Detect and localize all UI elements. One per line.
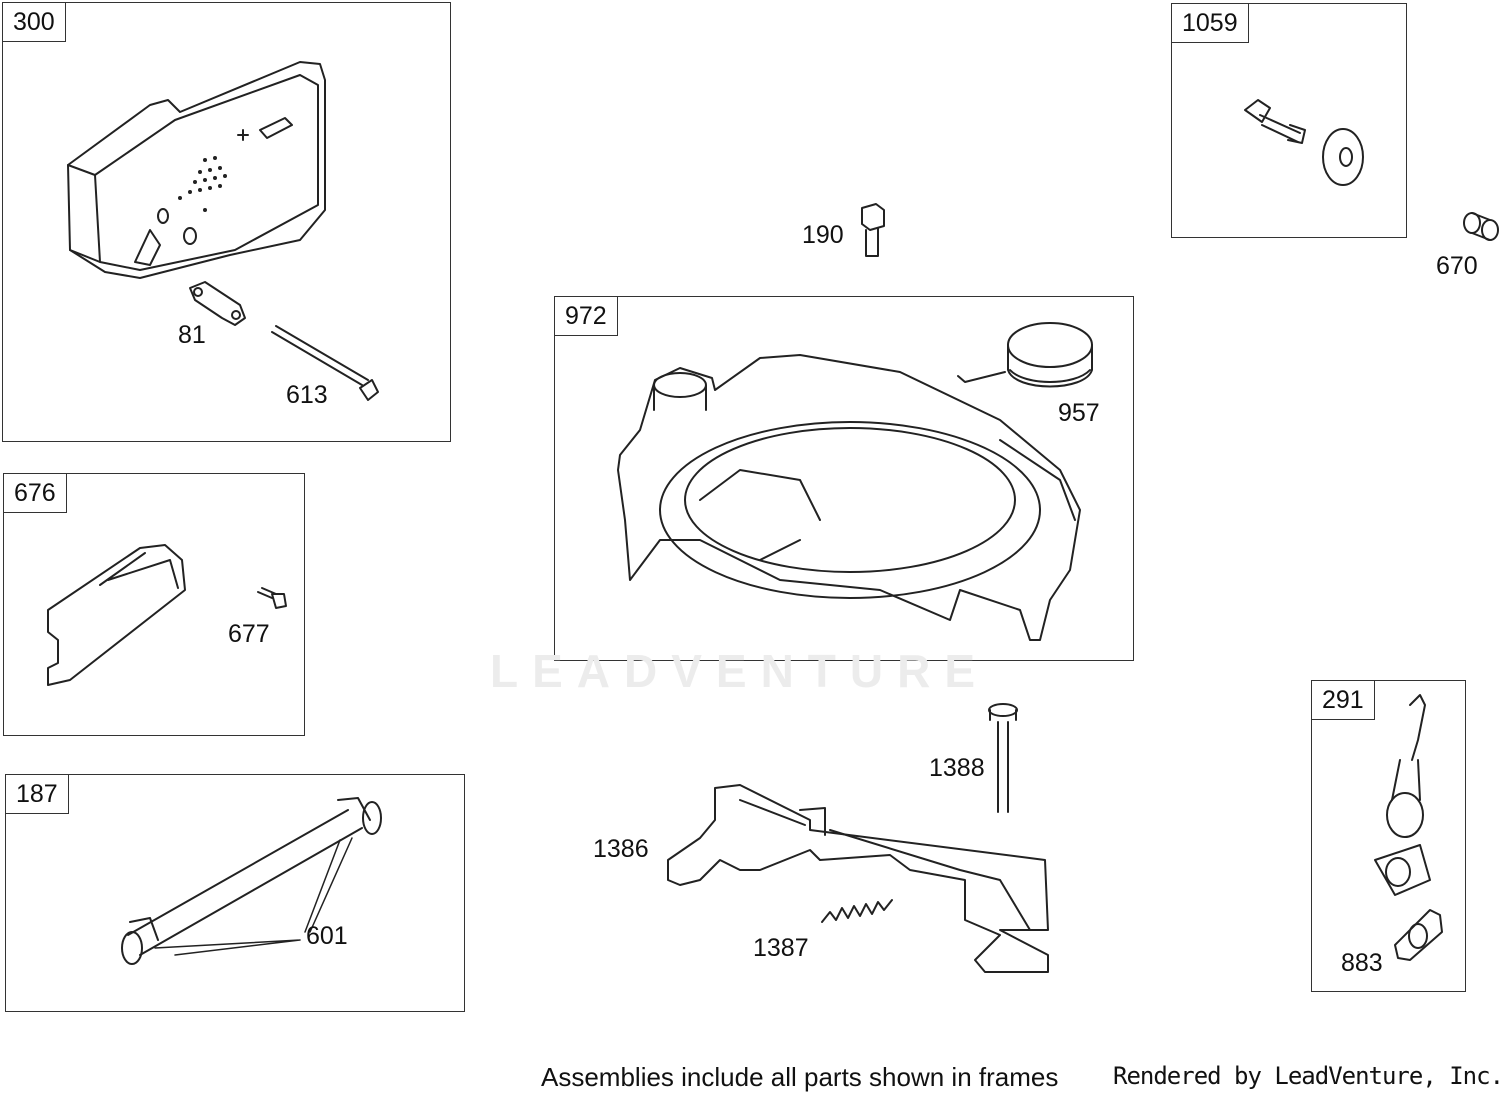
shoulder-bolt-part[interactable] [1244, 99, 1306, 144]
callout-81[interactable]: 81 [178, 321, 206, 349]
spacer-part-670[interactable] [1463, 212, 1499, 241]
frame-1059: 1059 [1171, 3, 1407, 238]
frame-187-ref[interactable]: 187 [5, 774, 69, 814]
bolt-part-613[interactable] [271, 325, 379, 401]
callout-190[interactable]: 190 [802, 221, 844, 249]
callout-1387[interactable]: 1387 [753, 934, 809, 962]
frame-291: 291 [1311, 680, 1466, 992]
muffler-part[interactable] [67, 61, 326, 279]
frame-1059-ref[interactable]: 1059 [1171, 3, 1249, 43]
callout-677[interactable]: 677 [228, 620, 270, 648]
breather-tube-part[interactable] [121, 797, 382, 965]
gasket-part-81[interactable] [189, 281, 246, 326]
gasket-part-883[interactable] [1394, 909, 1443, 961]
callout-1388[interactable]: 1388 [929, 754, 985, 782]
governor-lever-part[interactable] [667, 784, 1049, 973]
deflector-part[interactable] [47, 544, 186, 686]
assemblies-note: Assemblies include all parts shown in fr… [541, 1062, 1059, 1092]
frame-972-ref[interactable]: 972 [554, 296, 618, 336]
oil-cap-part-957[interactable] [957, 322, 1093, 388]
frame-300-ref[interactable]: 300 [2, 2, 66, 42]
washer-part[interactable] [1322, 128, 1364, 186]
blower-housing-part[interactable] [617, 354, 1081, 641]
render-credit: Rendered by LeadVenture, Inc. [1113, 1062, 1500, 1090]
bolt-part-190[interactable] [861, 203, 885, 257]
callout-613[interactable]: 613 [286, 381, 328, 409]
frame-291-ref[interactable]: 291 [1311, 680, 1375, 720]
dipstick-part-291[interactable] [1374, 694, 1431, 896]
screw-part-677[interactable] [257, 587, 287, 609]
callout-957[interactable]: 957 [1058, 399, 1100, 427]
frame-676-ref[interactable]: 676 [3, 473, 67, 513]
spring-part-1387[interactable] [821, 899, 893, 923]
callout-1386[interactable]: 1386 [593, 835, 649, 863]
callout-670[interactable]: 670 [1436, 252, 1478, 280]
bolt-part-1388[interactable] [988, 703, 1018, 813]
watermark: LEADVENTURE [490, 645, 990, 697]
frame-972: 972 [554, 296, 1134, 661]
leader-601 [154, 837, 353, 956]
callout-601[interactable]: 601 [306, 922, 348, 950]
frame-187: 187 [5, 774, 465, 1012]
callout-883[interactable]: 883 [1341, 949, 1383, 977]
frame-300: 300 [2, 2, 451, 442]
frame-676: 676 [3, 473, 305, 736]
